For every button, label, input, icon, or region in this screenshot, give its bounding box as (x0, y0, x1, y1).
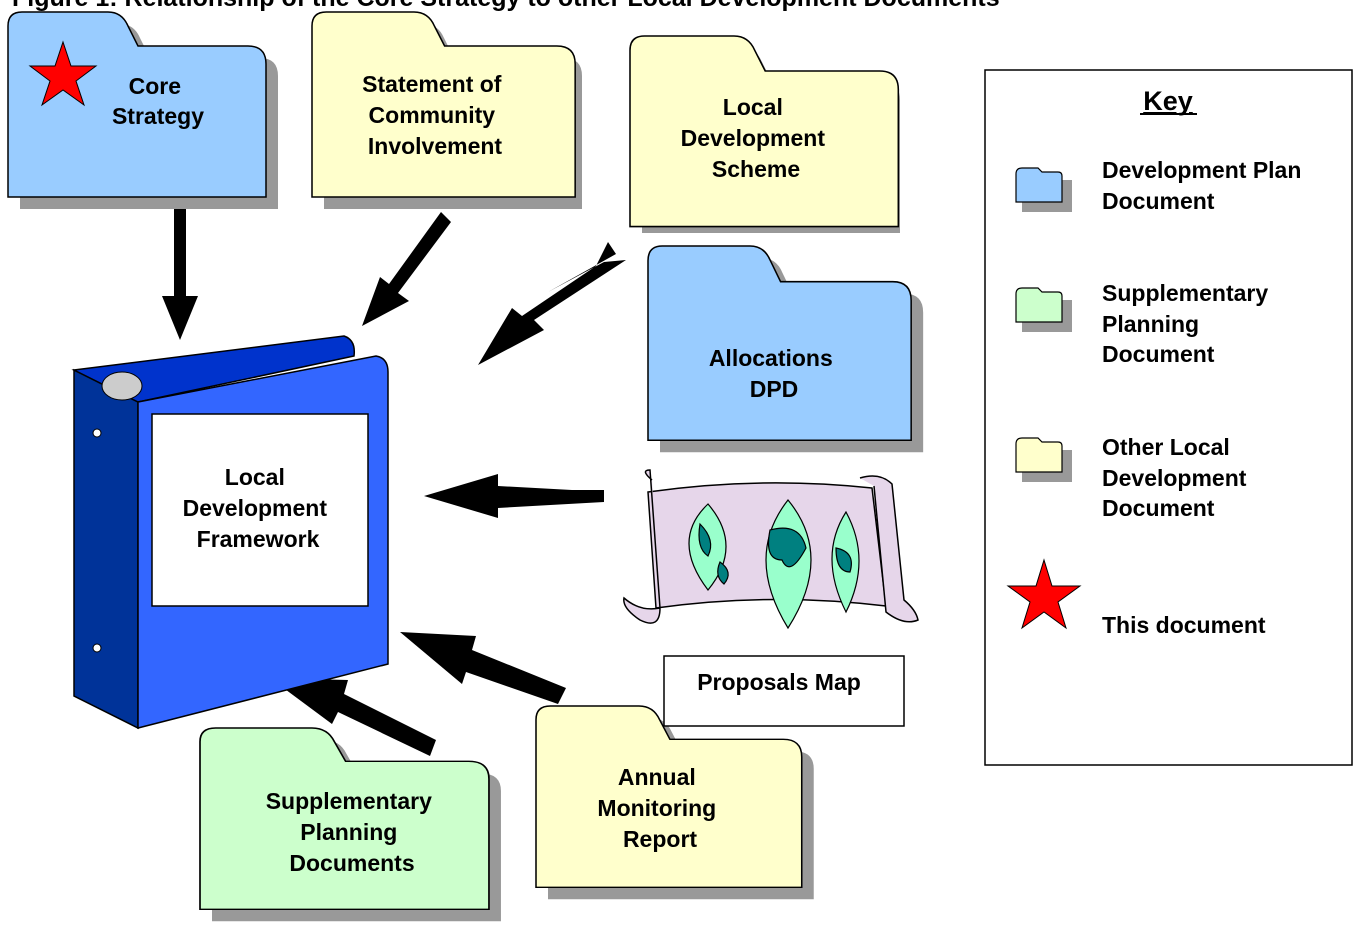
star-icon (28, 40, 98, 107)
yellow-folder-icon (1015, 437, 1072, 482)
globe-gores (688, 499, 860, 630)
arrow-sci-to-ldf (362, 212, 451, 326)
folder-core-strategy: Core Strategy (7, 11, 278, 209)
arrow-spd-to-ldf (270, 678, 436, 756)
folder-amr: Annual Monitoring Report (535, 705, 814, 900)
proposals-map-illustration (623, 469, 919, 630)
arrow-map-to-ldf (424, 474, 604, 518)
ldf-label: Local Development Framework (183, 464, 334, 552)
binder-spine (73, 368, 139, 730)
key-title: Key (1143, 86, 1193, 116)
proposals-map-box (663, 655, 905, 727)
key-item-development-plan: Development Plan Document (1102, 157, 1308, 214)
key-item-other-local: Other Local Development Document (1102, 434, 1253, 521)
green-folder-icon (1015, 287, 1072, 332)
amr-label: Annual Monitoring Report (597, 764, 722, 852)
scroll-left-roll (623, 469, 661, 624)
arrows (162, 200, 626, 756)
lds-label: Local Development Scheme (681, 94, 832, 182)
folder-sci: Statement of Community Involvement (311, 11, 582, 209)
binder-ring-icon (101, 371, 143, 401)
binder-top (71, 335, 356, 403)
scroll-right-roll (859, 475, 919, 623)
figure-title: Figure 1: Relationship of the Core Strat… (12, 0, 1000, 12)
key-item-supplementary: Supplementary Planning Document (1102, 280, 1275, 367)
folder-spd: Supplementary Planning Documents (199, 727, 501, 922)
allocations-label: Allocations DPD (709, 345, 839, 402)
binder-hole-icon (92, 428, 102, 438)
sci-label: Statement of Community Involvement (362, 71, 508, 159)
binder-label-panel (151, 413, 369, 607)
spd-label: Supplementary Planning Documents (266, 788, 439, 876)
blue-folder-icon (1015, 167, 1072, 212)
binder-ldf: Local Development Framework (71, 335, 389, 730)
arrow-amr-to-ldf (400, 632, 566, 704)
arrow-lds-to-ldf (478, 242, 626, 365)
folder-allocations: Allocations DPD (647, 245, 924, 453)
proposals-map-label: Proposals Map (697, 669, 861, 695)
folder-lds: Local Development Scheme (629, 35, 900, 233)
key-panel: Key Development Plan Document Supplement… (984, 69, 1353, 766)
red-star-icon (1006, 558, 1082, 630)
key-item-this-document: This document (1102, 612, 1266, 638)
binder-hole-icon (92, 643, 102, 653)
arrow-core-to-ldf (162, 200, 198, 340)
core-strategy-label: Core Strategy (112, 73, 204, 129)
